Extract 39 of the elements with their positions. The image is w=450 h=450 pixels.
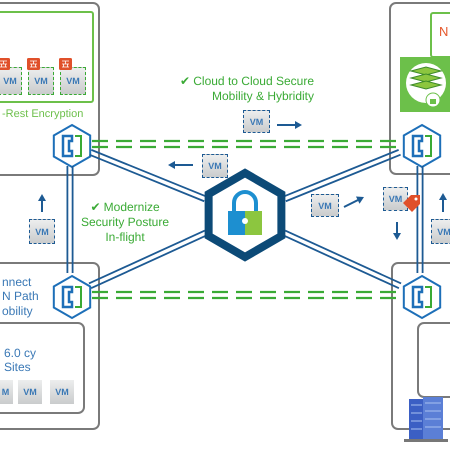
panel-title: nnect N Path obility bbox=[2, 275, 39, 318]
vm-label: VM bbox=[388, 194, 402, 204]
vm-label: VM bbox=[208, 161, 222, 171]
vm-box bbox=[50, 380, 74, 404]
site-panel bbox=[0, 2, 100, 176]
vm-box bbox=[243, 110, 270, 133]
vm-label: VM bbox=[3, 76, 17, 86]
vm-box bbox=[383, 187, 408, 211]
vm-label: M bbox=[2, 387, 10, 397]
vm-label: VM bbox=[35, 226, 49, 236]
panel-title: N bbox=[439, 24, 450, 40]
vm-box bbox=[311, 194, 339, 217]
vm-box bbox=[202, 154, 228, 178]
panel-title: -Rest Encryption bbox=[2, 108, 84, 122]
vm-label: VM bbox=[250, 116, 264, 126]
vm-label: VM bbox=[318, 200, 332, 210]
vm-label: VM bbox=[55, 387, 69, 397]
gateway-hexagon bbox=[51, 124, 93, 168]
vm-label: VM bbox=[34, 76, 48, 86]
vm-box bbox=[0, 67, 22, 95]
gateway-hexagon bbox=[401, 124, 443, 168]
vm-box bbox=[18, 380, 42, 404]
vm-box bbox=[28, 67, 54, 95]
benefit-label: ✔ Cloud to Cloud Secure Mobility & Hybridity bbox=[178, 74, 314, 104]
gateway-hexagon bbox=[401, 275, 443, 319]
vm-box bbox=[431, 219, 450, 244]
site-panel bbox=[0, 262, 100, 430]
double-line-link bbox=[66, 165, 74, 274]
benefit-label: ✔ Modernize Security Posture In-flight bbox=[80, 200, 170, 245]
vm-box bbox=[60, 67, 86, 95]
gateway-hexagon bbox=[51, 275, 93, 319]
inner-panel bbox=[0, 322, 85, 414]
double-line-link bbox=[416, 165, 424, 274]
panel-title: 6.0 cy Sites bbox=[4, 346, 38, 375]
vm-label: VM bbox=[23, 387, 37, 397]
vm-label: VM bbox=[66, 76, 80, 86]
vm-box bbox=[29, 219, 55, 244]
vm-box bbox=[0, 380, 13, 404]
vm-label: VM bbox=[437, 226, 450, 236]
